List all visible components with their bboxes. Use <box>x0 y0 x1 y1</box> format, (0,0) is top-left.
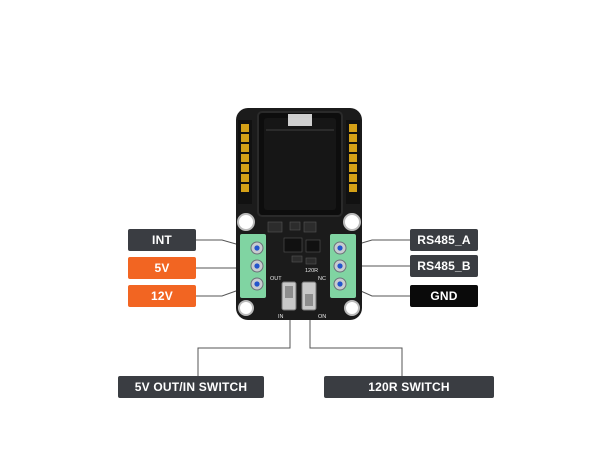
label-rs485-a: RS485_A <box>410 229 478 251</box>
left-header <box>238 120 252 204</box>
mounting-hole <box>344 300 360 316</box>
leader-switch-5v <box>197 312 291 376</box>
right-terminal-block <box>330 234 356 298</box>
label-gnd: GND <box>410 285 478 307</box>
silk-in: IN <box>278 314 284 320</box>
mounting-hole <box>343 213 361 231</box>
mounting-hole <box>238 300 254 316</box>
label-120r-switch: 120R SWITCH <box>324 376 494 398</box>
label-5v-out-in-switch: 5V OUT/IN SWITCH <box>118 376 264 398</box>
silk-120r: 120R <box>305 268 318 274</box>
mounting-hole <box>237 213 255 231</box>
module-socket <box>257 111 343 217</box>
leader-switch-120r <box>309 312 403 376</box>
right-header <box>346 120 360 204</box>
smd-components <box>267 221 321 265</box>
left-terminal-block <box>240 234 266 298</box>
silk-nc: NC <box>318 276 326 282</box>
dip-switches <box>281 281 317 311</box>
leader-lines <box>196 239 410 376</box>
label-int: INT <box>128 229 196 251</box>
label-rs485-b: RS485_B <box>410 255 478 277</box>
label-5v: 5V <box>128 257 196 279</box>
label-12v: 12V <box>128 285 196 307</box>
pcb-board: OUT IN 120R NC ON <box>236 108 362 320</box>
silk-out: OUT <box>270 276 282 282</box>
silk-on: ON <box>318 314 326 320</box>
